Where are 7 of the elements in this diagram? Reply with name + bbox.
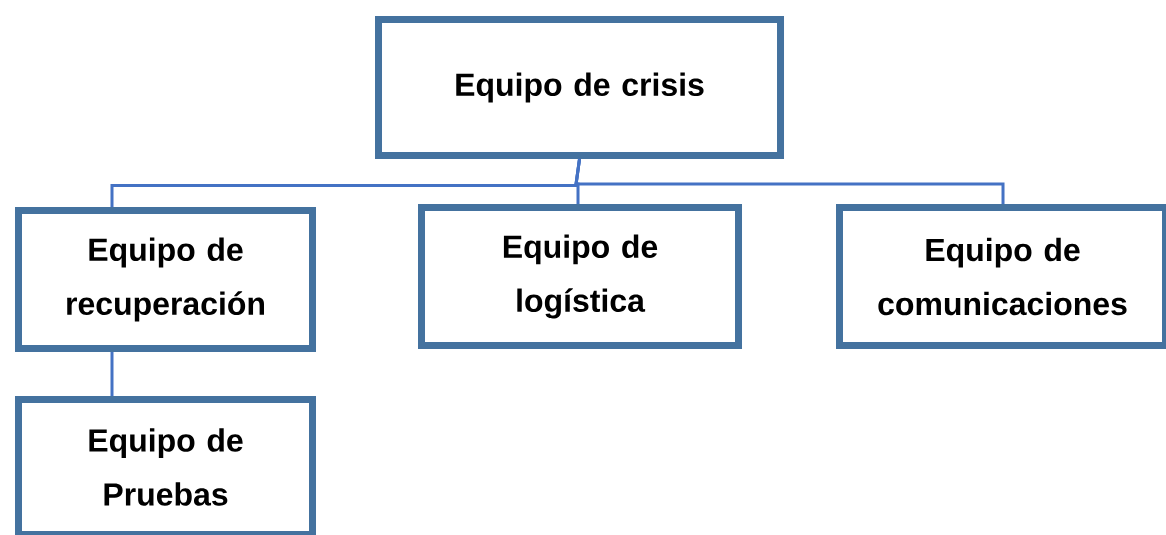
connector-line — [574, 158, 1005, 204]
team-box: Equipo de Pruebas — [15, 396, 316, 535]
team-box: Equipo de recuperación — [15, 207, 316, 352]
team-box: Equipo de crisis — [375, 16, 784, 159]
team-box: Equipo de comunicaciones — [836, 204, 1166, 349]
connector-line — [110, 352, 114, 396]
team-box: Equipo de logística — [418, 204, 742, 349]
